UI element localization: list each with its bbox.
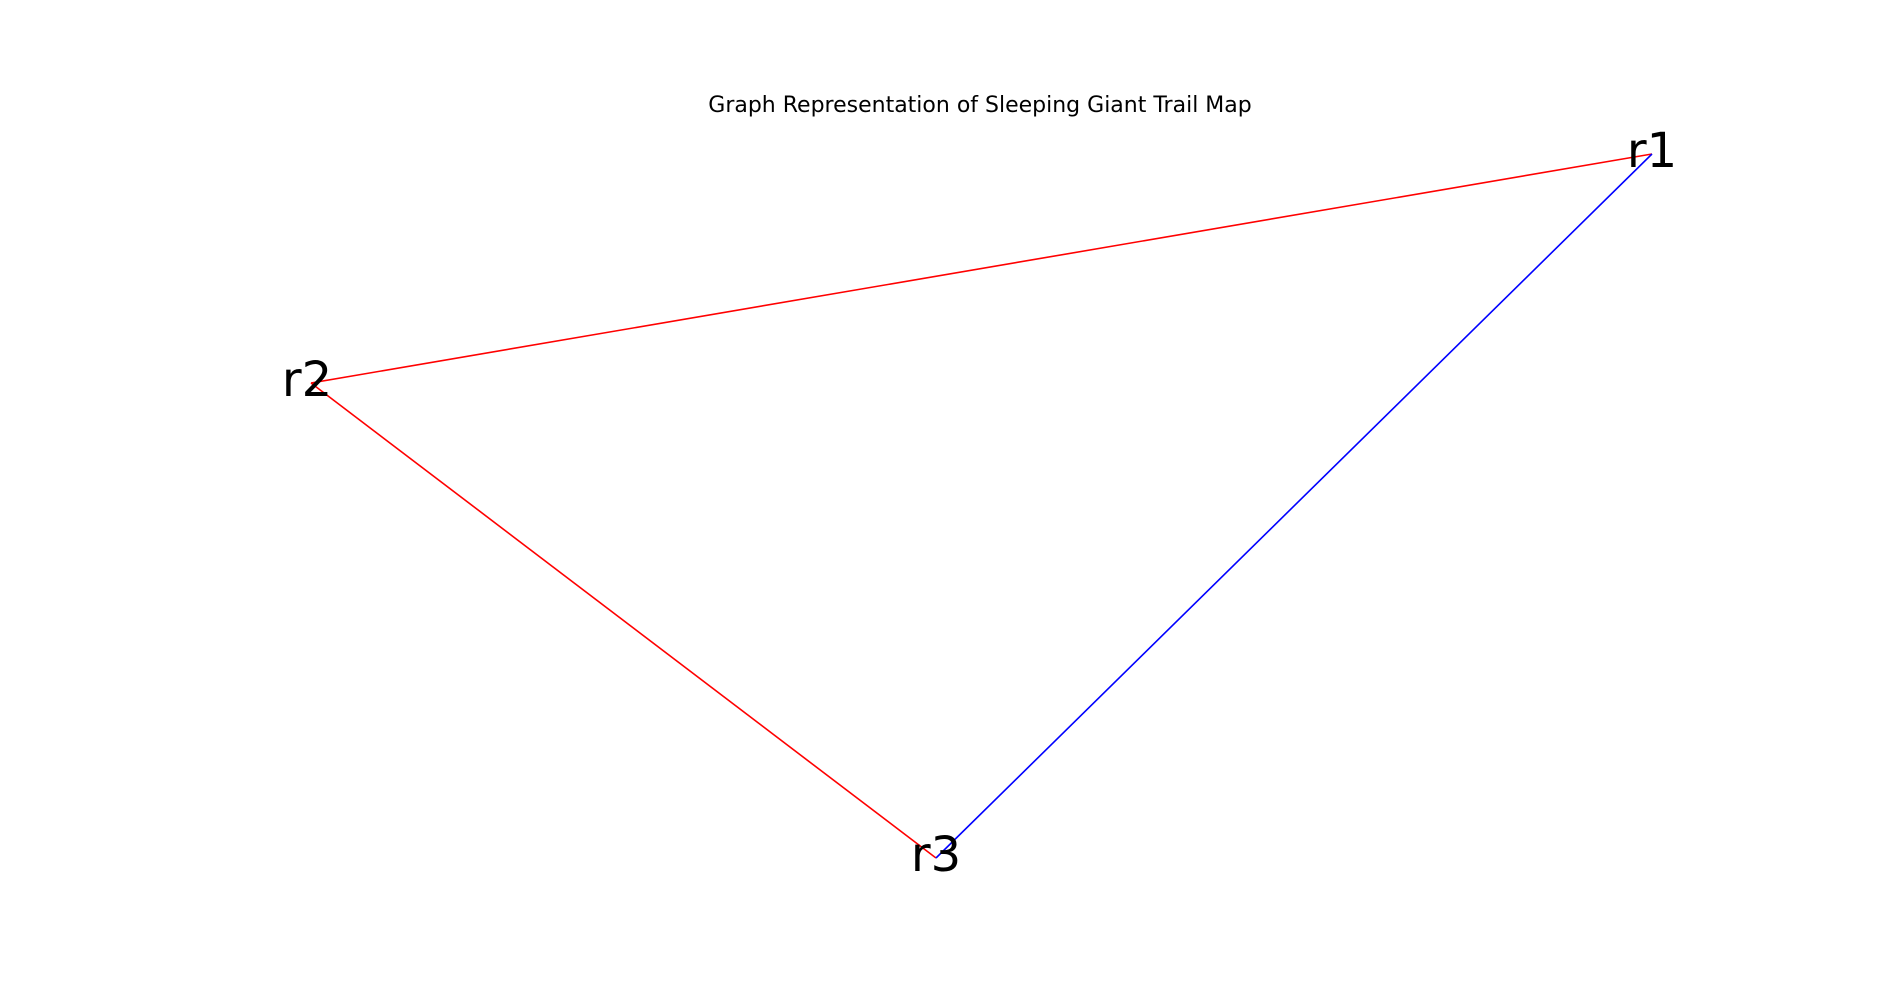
node-label-r2: r2 (282, 352, 332, 408)
edge-r2-r3 (310, 382, 937, 859)
edges-layer (310, 153, 1653, 859)
nodes-layer: r1 r2 r3 (282, 123, 1677, 883)
figure-title: Graph Representation of Sleeping Giant T… (708, 93, 1251, 118)
node-label-r1: r1 (1627, 123, 1677, 179)
edge-r3-r1 (935, 153, 1653, 859)
node-label-r3: r3 (911, 827, 961, 883)
edge-r2-r1 (310, 153, 1653, 384)
